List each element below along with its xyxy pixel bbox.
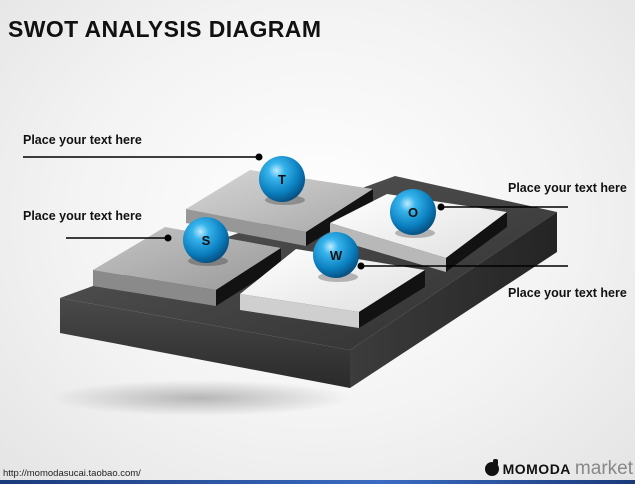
sphere-o: O [390,189,436,238]
text-placeholder-top-left: Place your text here [23,133,142,147]
leader-lines [23,156,568,267]
page-title: SWOT ANALYSIS DIAGRAM [8,16,322,42]
footer-bar [0,480,635,484]
sphere-label-w: W [330,248,343,263]
brand-logo: MOMODA market [484,458,633,480]
tile-s [93,227,281,306]
sphere-w: W [313,232,359,282]
brand-name-bold: MOMODA [502,461,571,477]
sphere-label-o: O [408,205,418,220]
text-placeholder-mid-left: Place your text here [23,209,142,223]
footer-url: http://momodasucai.taobao.com/ [3,468,141,479]
brand-name-light: market [574,458,633,479]
tile-w [240,249,425,328]
sphere-t: T [259,156,305,205]
text-placeholder-top-right: Place your text here [508,181,627,195]
leader-dots [164,153,445,270]
brand-mark-icon [484,459,499,476]
sphere-s: S [183,217,229,266]
floor-shadow [50,380,350,416]
sphere-label-s: S [202,233,211,248]
text-placeholder-bottom-right: Place your text here [508,286,627,300]
sphere-label-t: T [278,172,286,187]
